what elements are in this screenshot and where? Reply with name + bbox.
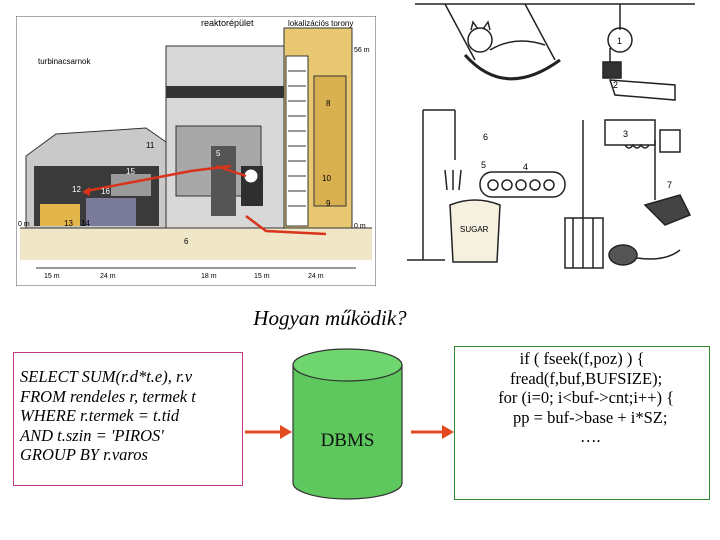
scale-label-5: 24 m — [308, 273, 324, 280]
code-line: for (i=0; i<buf->cnt;i++) { — [489, 388, 675, 407]
sql-line: FROM rendeles r, termek t — [20, 386, 196, 406]
machine-number-2: 2 — [613, 80, 618, 90]
plant-number-15: 15 — [126, 167, 135, 176]
sql-line: WHERE r.termek = t.tid — [20, 406, 180, 425]
dbms-label: DBMS — [321, 430, 375, 451]
sql-line: AND t.szin = 'PIROS' — [20, 425, 164, 445]
machine-number-5: 5 — [481, 160, 486, 170]
nuclear-plant-diagram: reaktorépület lokalizációs torony turbin… — [16, 16, 376, 286]
rube-goldberg-machine-drawing: 1 2 3 4 5 6 7 SUGAR — [405, 0, 705, 272]
label-cooling-tower: lokalizációs torony — [288, 19, 353, 28]
low-level-code-box: if ( fseek(f,poz) ) { fread(f,buf,BUFSIZ… — [454, 346, 710, 500]
plant-number-6: 6 — [184, 237, 189, 246]
question-heading: Hogyan működik? — [253, 306, 407, 330]
machine-number-7: 7 — [667, 180, 672, 190]
scale-label-3: 18 m — [201, 273, 217, 280]
scale-label-4: 15 m — [254, 273, 270, 280]
plant-number-5: 5 — [216, 149, 221, 158]
plant-number-11: 11 — [146, 141, 155, 150]
code-line: fread(f,buf,BUFSIZE); — [501, 368, 663, 388]
arrow-dbms-to-code — [411, 425, 454, 439]
machine-number-3: 3 — [623, 129, 628, 139]
sql-line: GROUP BY r.varos — [20, 445, 148, 464]
machine-number-6: 6 — [483, 132, 488, 142]
plant-number-10: 10 — [322, 174, 331, 183]
dbms-cylinder: DBMS — [292, 348, 403, 500]
plant-number-9: 9 — [326, 199, 331, 208]
code-line: …. — [563, 427, 601, 446]
scale-label-2: 24 m — [100, 273, 116, 280]
plant-number-13: 13 — [64, 219, 73, 228]
plant-number-8: 8 — [326, 99, 331, 108]
label-level-right: 0 m — [354, 223, 366, 230]
machine-sack-label: SUGAR — [460, 225, 489, 234]
machine-number-4: 4 — [523, 162, 528, 172]
code-line: pp = buf->base + i*SZ; — [496, 407, 668, 427]
machine-number-1: 1 — [617, 36, 622, 46]
label-height-marker: 56 m — [354, 47, 370, 54]
plant-number-14: 14 — [81, 219, 90, 228]
label-level-left: 0 m — [18, 221, 30, 228]
label-reactor-building: reaktorépület — [201, 18, 254, 28]
label-turbine-hall: turbinacsarnok — [38, 57, 91, 66]
plant-number-16: 16 — [101, 187, 110, 196]
plant-number-12: 12 — [72, 185, 81, 194]
plant-number-4: 4 — [248, 172, 253, 181]
sql-line: SELECT SUM(r.d*t.e), r.v — [20, 367, 193, 386]
scale-label-1: 15 m — [44, 273, 60, 280]
code-line: if ( fseek(f,poz) ) { — [519, 349, 645, 368]
